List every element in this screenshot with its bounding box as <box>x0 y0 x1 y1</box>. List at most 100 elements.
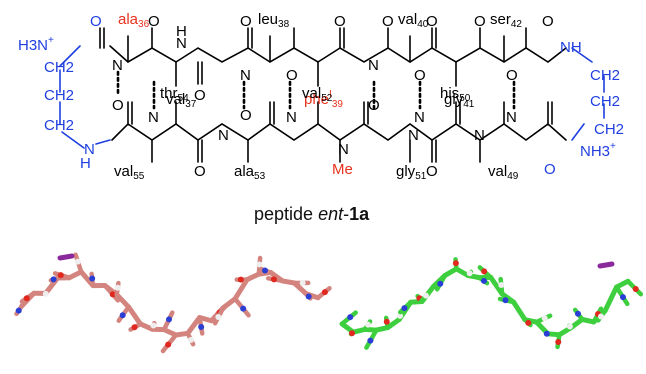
hydrogen-atom <box>42 290 49 297</box>
ch2-label: CH2 <box>44 117 74 134</box>
residue-label-his50: his50 <box>440 85 471 104</box>
ch2-label: CH2 <box>590 67 620 84</box>
n-atom-label: N <box>112 57 123 74</box>
n-atom-label: N <box>506 109 517 126</box>
residue-label-ser42: ser42 <box>490 11 522 30</box>
stick-model-left <box>14 252 332 354</box>
hydrogen-bonds <box>116 70 516 110</box>
nitrogen-atom <box>367 337 374 344</box>
o-atom-label: O <box>148 13 160 30</box>
nitrogen-atom <box>15 307 22 314</box>
nitrogen-atom <box>574 310 581 317</box>
nitrogen-atom <box>198 324 205 331</box>
hydrogen-atom <box>299 279 306 286</box>
top-strand <box>99 27 567 87</box>
nitrogen-atom <box>119 312 126 319</box>
o-atom-label: O <box>240 107 252 124</box>
stick-model-right <box>339 257 644 350</box>
hydrogen-atom <box>114 284 121 291</box>
residue-labels-top: ala36 val37 leu38 pheI39 val40 gly41 ser… <box>118 11 522 110</box>
oxygen-atom <box>383 318 390 325</box>
oxygen-atom <box>109 291 116 298</box>
o-atom-label: O <box>194 87 206 104</box>
nitrogen-atom <box>166 316 173 323</box>
nitrogen-atom <box>240 305 247 312</box>
h-atom-label: H <box>80 155 91 172</box>
oxygen-atom <box>632 286 639 293</box>
iodine-atom <box>57 253 75 261</box>
iodine-atom <box>597 261 615 269</box>
o-atom-label: O <box>426 163 438 180</box>
n-atom-label: N <box>84 141 95 158</box>
nitrogen-atom <box>437 280 444 287</box>
o-atom-label: O <box>382 13 394 30</box>
n-atom-label: N <box>368 57 379 74</box>
oxygen-atom <box>270 276 277 283</box>
residue-labels-bottom: val55 thr54 ala53 val52 gly51 his50 val4… <box>114 85 519 182</box>
o-atom-label: O <box>544 161 556 178</box>
hydrogen-atom <box>397 312 404 319</box>
atom-labels: H3N+ CH2 CH2 CH2 N H O N O O N N H O O N… <box>18 13 624 180</box>
nitrogen-atom <box>401 305 408 312</box>
n-atom-label: N <box>414 109 425 126</box>
hydrogen-atom <box>74 258 81 265</box>
h-atom-label: H <box>176 23 187 40</box>
o-atom-label: O <box>542 13 554 30</box>
nitrogen-atom <box>305 293 312 300</box>
oxygen-atom <box>165 341 172 348</box>
hydrogen-atom <box>498 282 505 289</box>
oxygen-atom <box>452 260 459 267</box>
ch2-label: CH2 <box>44 87 74 104</box>
residue-label-val55: val55 <box>114 163 145 182</box>
o-atom-label: O <box>90 13 102 30</box>
linker-left <box>59 45 111 149</box>
n-atom-label: N <box>338 141 349 158</box>
model-bond <box>114 292 132 310</box>
residue-label-ala53: ala53 <box>234 163 266 182</box>
oxygen-atom <box>57 272 64 279</box>
hydrogen-atom <box>597 313 604 320</box>
residue-label-val37: val37 <box>166 91 197 110</box>
o-atom-label: O <box>426 13 438 30</box>
hydrogen-atom <box>466 270 473 277</box>
residue-label-thr54: thr54 <box>160 85 189 104</box>
oxygen-atom <box>23 295 30 302</box>
hydrogen-atom <box>566 323 573 330</box>
hydrogen-atom <box>364 321 371 328</box>
o-atom-label: O <box>414 67 426 84</box>
residue-label-val40: val40 <box>398 11 429 30</box>
residue-label-ala36: ala36 <box>118 11 150 30</box>
n-atom-label: NH <box>560 39 582 56</box>
nh3-plus-label: NH3+ <box>580 141 616 160</box>
model-bond <box>126 304 143 327</box>
oxygen-atom <box>348 330 355 337</box>
o-atom-label: O <box>334 13 346 30</box>
n-atom-label: N <box>176 35 187 52</box>
h3n-plus-label: H3N+ <box>18 35 54 54</box>
hydrogen-atom <box>187 336 194 343</box>
figure-caption: peptide ent-1a <box>254 204 370 224</box>
oxygen-atom <box>237 276 244 283</box>
nitrogen-atom <box>89 275 96 282</box>
bottom-strand <box>111 101 567 163</box>
nitrogen-atom <box>50 276 57 283</box>
hydrogen-atom <box>150 322 157 329</box>
nitrogen-atom <box>262 267 269 274</box>
hydrogen-atom <box>422 292 429 299</box>
n-atom-label: N <box>408 127 419 144</box>
n-atom-label: N <box>218 127 229 144</box>
residue-label-gly51: gly51 <box>396 163 427 182</box>
model-bond <box>185 315 203 336</box>
nitrogen-atom <box>620 294 627 301</box>
model-bond <box>511 299 528 323</box>
nitrogen-atom <box>480 277 487 284</box>
n-atom-label: N <box>148 109 159 126</box>
linker-right <box>571 47 605 141</box>
residue-label-val52: val52 <box>302 85 333 104</box>
o-atom-label: O <box>194 163 206 180</box>
residue-label-phe39: pheI39 <box>304 89 343 110</box>
nitrogen-atom <box>543 330 550 337</box>
model-bond <box>602 284 620 314</box>
